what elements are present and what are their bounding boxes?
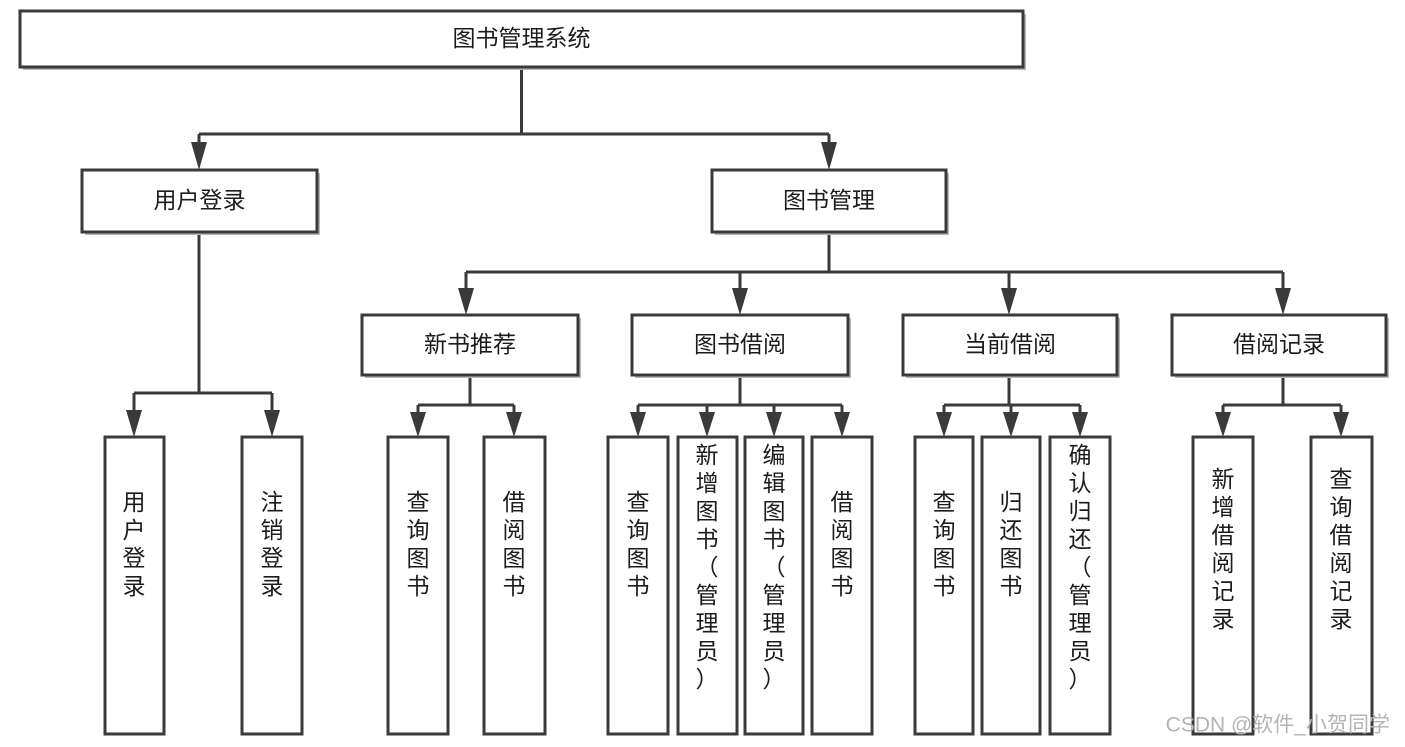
- node-box: [386, 435, 450, 736]
- node-label: 归还图书: [1000, 489, 1023, 599]
- csdn-watermark: CSDN @软件_小贺同学: [1166, 714, 1390, 737]
- node-box: [676, 435, 739, 736]
- arrowhead-icon: [458, 288, 474, 315]
- arrowhead-icon: [126, 410, 142, 437]
- node-label: 借阅图书: [503, 489, 526, 599]
- node-box: [743, 435, 805, 736]
- arrowhead-icon: [936, 412, 952, 437]
- node-borrow-record[interactable]: 借阅记录: [1170, 313, 1389, 378]
- node-leaf-add-record[interactable]: 新增借阅记录: [1191, 435, 1255, 736]
- node-box: [1048, 435, 1112, 736]
- node-box: [901, 313, 1119, 377]
- edge-root-to-level2: [191, 67, 837, 170]
- node-label: 借阅记录: [1233, 331, 1325, 357]
- node-label: 确认归还（管理员）: [1069, 442, 1092, 692]
- arrowhead-icon: [630, 412, 646, 437]
- node-box: [18, 9, 1025, 69]
- node-box: [913, 435, 975, 736]
- arrowhead-icon: [1001, 288, 1017, 315]
- arrowhead-icon: [821, 142, 837, 170]
- node-leaf-return-book[interactable]: 归还图书: [980, 435, 1042, 736]
- node-root[interactable]: 图书管理系统: [18, 9, 1026, 70]
- node-leaf-borrow-book-rec[interactable]: 借阅图书: [482, 435, 547, 736]
- node-box: [80, 168, 319, 234]
- node-box: [606, 435, 670, 736]
- node-leaf-edit-book[interactable]: 编辑图书（管理员）: [743, 435, 805, 736]
- arrowhead-icon: [699, 412, 715, 437]
- node-label: 用户登录: [154, 187, 246, 213]
- arrowhead-icon: [766, 412, 782, 437]
- arrowhead-icon: [1072, 412, 1088, 437]
- node-box: [810, 435, 874, 736]
- node-leaf-user-login[interactable]: 用户登录: [103, 435, 166, 736]
- arrowhead-icon: [506, 412, 522, 437]
- node-label: 查询借阅记录: [1330, 466, 1353, 632]
- node-label: 用户登录: [123, 489, 146, 599]
- node-label: 注销登录: [261, 489, 284, 599]
- node-box: [1191, 435, 1255, 736]
- node-leaf-query-record[interactable]: 查询借阅记录: [1309, 435, 1374, 736]
- edge-current-borrow-to-leaves: [936, 375, 1088, 437]
- node-label: 新书推荐: [424, 331, 516, 357]
- edge-book-borrow-to-leaves: [630, 375, 850, 437]
- node-label: 当前借阅: [964, 331, 1056, 357]
- node-box: [980, 435, 1042, 736]
- node-leaf-user-logout[interactable]: 注销登录: [240, 435, 304, 736]
- node-new-book-recommend[interactable]: 新书推荐: [360, 313, 581, 378]
- arrowhead-icon: [1275, 288, 1291, 315]
- node-leaf-query-book-cur[interactable]: 查询图书: [913, 435, 975, 736]
- connector-layer: [126, 67, 1349, 437]
- node-label: 查询图书: [933, 489, 956, 599]
- node-label: 图书管理: [783, 187, 875, 213]
- node-box: [1170, 313, 1388, 377]
- node-label: 图书借阅: [694, 331, 786, 357]
- node-box: [103, 435, 166, 736]
- node-box: [710, 168, 948, 234]
- arrowhead-icon: [1003, 412, 1019, 437]
- node-box: [360, 313, 580, 377]
- node-label: 图书管理系统: [453, 25, 591, 51]
- arrowhead-icon: [410, 412, 426, 437]
- node-label: 编辑图书（管理员）: [763, 442, 786, 692]
- node-book-manage[interactable]: 图书管理: [710, 168, 949, 235]
- node-leaf-add-book[interactable]: 新增图书（管理员）: [676, 435, 739, 736]
- node-label: 新增借阅记录: [1212, 466, 1235, 632]
- node-leaf-borrow-book-bor[interactable]: 借阅图书: [810, 435, 874, 736]
- edge-user-login-to-leaves: [126, 232, 280, 437]
- node-box: [240, 435, 304, 736]
- node-box: [482, 435, 547, 736]
- edge-borrow-record-to-leaves: [1215, 375, 1349, 437]
- node-leaf-query-book-bor[interactable]: 查询图书: [606, 435, 670, 736]
- node-leaf-query-book-rec[interactable]: 查询图书: [386, 435, 450, 736]
- node-current-borrow[interactable]: 当前借阅: [901, 313, 1120, 378]
- edge-new-book-recommend-to-leaves: [410, 375, 522, 437]
- node-leaf-confirm-return[interactable]: 确认归还（管理员）: [1048, 435, 1112, 736]
- arrowhead-icon: [834, 412, 850, 437]
- arrowhead-icon: [191, 142, 207, 170]
- node-book-borrow[interactable]: 图书借阅: [630, 313, 851, 378]
- node-box: [630, 313, 850, 377]
- node-user-login[interactable]: 用户登录: [80, 168, 320, 235]
- edge-book-manage-to-level3: [458, 232, 1291, 315]
- node-label: 借阅图书: [831, 489, 854, 599]
- node-label: 查询图书: [627, 489, 650, 599]
- arrowhead-icon: [1333, 412, 1349, 437]
- node-label: 查询图书: [407, 489, 430, 599]
- node-label: 新增图书（管理员）: [696, 442, 719, 692]
- arrowhead-icon: [1215, 412, 1231, 437]
- node-box: [1309, 435, 1374, 736]
- arrowhead-icon: [264, 410, 280, 437]
- arrowhead-icon: [732, 288, 748, 315]
